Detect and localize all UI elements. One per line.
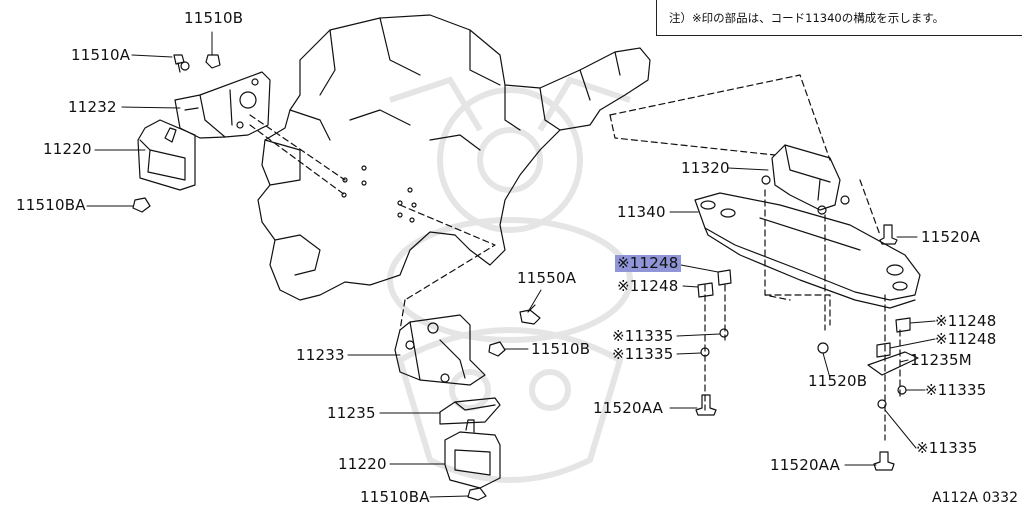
bracket-11233 [394,314,486,386]
callout-11220-bottom[interactable]: 11220 [338,455,387,473]
callout-11232[interactable]: 11232 [68,98,117,116]
fasteners-middle [467,304,541,501]
bolts [695,224,898,471]
callout-11550A[interactable]: 11550A [517,269,577,287]
callout-11235M[interactable]: 11235M [910,351,972,369]
callout-11248-right-1[interactable]: ※11248 [935,312,997,330]
plate-11235M [867,351,919,376]
callout-11335-left-1[interactable]: ※11335 [612,327,674,345]
fasteners-top-left [132,54,221,213]
callout-11520AA-right[interactable]: 11520AA [770,456,841,474]
callout-11510B-mid[interactable]: 11510B [531,340,591,358]
callout-11520AA-left[interactable]: 11520AA [593,399,664,417]
callout-11335-right-1[interactable]: ※11335 [925,381,987,399]
callout-11340[interactable]: 11340 [617,203,666,221]
callout-11510BA-bottom[interactable]: 11510BA [360,488,430,506]
engine-transmission-outline [257,14,651,301]
note-box: 注）※印の部品は、コード11340の構成を示します。 [656,0,1022,36]
mount-11220-bottom [444,419,501,489]
bracket-11320 [761,144,850,215]
callout-11335-left-2[interactable]: ※11335 [612,345,674,363]
assembly-lines [249,74,901,441]
callout-11510A[interactable]: 11510A [71,46,131,64]
callout-11510BA-top[interactable]: 11510BA [16,196,86,214]
callout-11335-right-2[interactable]: ※11335 [916,439,978,457]
callout-11248-highlighted[interactable]: ※11248 [615,254,681,272]
callout-11248-right-2[interactable]: ※11248 [935,330,997,348]
callout-11248-left[interactable]: ※11248 [617,277,679,295]
bracket-11232 [174,71,271,139]
callout-11520A[interactable]: 11520A [921,228,981,246]
watermark-emblem [387,76,633,483]
callout-11235[interactable]: 11235 [327,404,376,422]
callout-11220-top[interactable]: 11220 [43,140,92,158]
callout-11510B-top[interactable]: 11510B [184,9,244,27]
bushings [697,269,911,409]
plate-11235 [439,397,501,425]
crossmember-11340 [694,192,921,309]
callout-11520B[interactable]: 11520B [808,372,868,390]
callout-11320[interactable]: 11320 [681,159,730,177]
mount-11220-top [137,119,196,191]
callout-11233[interactable]: 11233 [296,346,345,364]
leader-lines [86,31,936,498]
diagram-code: A112A 0332 [932,490,1018,506]
